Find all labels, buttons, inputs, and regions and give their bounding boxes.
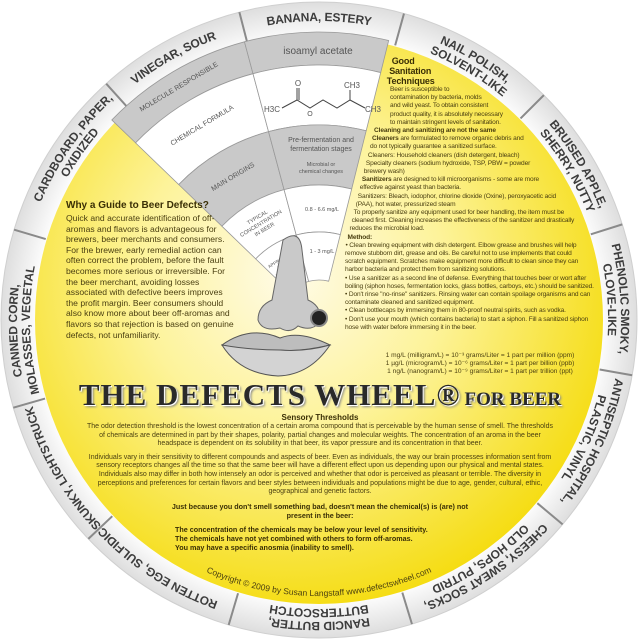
ring-dividers xyxy=(13,11,633,626)
ring-divider xyxy=(401,592,413,625)
sensory-paragraph: The odor detection threshold is the lowe… xyxy=(86,423,554,448)
reason-item: You may have a specific anosmia (inabili… xyxy=(175,542,354,552)
sanitation-heading: Cleaning and sanitizing are not the same xyxy=(374,127,496,135)
main-origins: Pre-fermentation and xyxy=(288,137,354,144)
sanitizers-examples: Sanitizers: Bleach, iodophor, chlorine d… xyxy=(355,192,557,208)
ring-divider xyxy=(394,13,405,46)
sensory-thresholds-section: Sensory Thresholds The odor detection th… xyxy=(85,413,555,497)
atom-label: CH3 xyxy=(344,81,361,90)
title-sub: FOR BEER xyxy=(464,389,562,410)
atom-label: H3C xyxy=(264,105,280,114)
cleaners-label: Cleaners xyxy=(371,135,399,143)
proper-sanitize-text: To properly sanitize any equipment used … xyxy=(349,209,575,233)
molecule-name: isoamyl acetate xyxy=(283,46,353,57)
unit-line: 1 mg/L (milligram/L) = 10⁻³ grams/Liter … xyxy=(385,352,575,359)
why-guide-title: Why a Guide to Beer Defects? xyxy=(66,200,209,211)
sanitizers-text: Sanitizers are designed to kill microorg… xyxy=(345,176,610,192)
sanitation-section: Good Sanitation Techniques Beer is susce… xyxy=(345,48,610,350)
reasons-list: The concentration of the chemicals may b… xyxy=(175,525,555,552)
ring-divider xyxy=(599,368,633,377)
origins-sub: chemical changes xyxy=(299,169,343,175)
flavor-threshold: 1 - 3 mg/L xyxy=(310,249,335,255)
reason-item: The chemicals have not yet combined with… xyxy=(175,533,413,543)
ring-label[interactable]: RANCID BUTTER, xyxy=(267,615,371,633)
center-rivet[interactable] xyxy=(310,309,328,327)
ring-divider xyxy=(87,515,113,540)
cleaners-examples: Cleaners: Household cleaners (dish deter… xyxy=(363,151,531,176)
atom-label: O xyxy=(307,111,313,118)
atom-label: O xyxy=(295,79,301,88)
wheel-title: THE DEFECTS WHEEL® FOR BEER xyxy=(40,378,600,412)
method-item: • Clean brewing equipment with dish dete… xyxy=(345,241,579,274)
cleaners-desc: are formulated to remove organic debris … xyxy=(369,135,524,151)
method-label: Method: xyxy=(347,233,373,241)
sanitation-title: Good Sanitation Techniques xyxy=(386,56,435,86)
ring-label[interactable]: BANANA, ESTERY xyxy=(265,10,372,29)
ring-divider xyxy=(227,592,240,626)
ring-divider xyxy=(590,223,623,236)
nose-lips-illustration xyxy=(220,235,332,377)
why-guide-section: Why a Guide to Beer Defects? Quick and a… xyxy=(66,200,236,340)
ring-divider xyxy=(13,228,47,241)
lower-lip xyxy=(220,344,332,377)
unit-conversions: 1 mg/L (milligram/L) = 10⁻³ grams/Liter … xyxy=(360,352,600,376)
method-item: • Use a sanitizer as a second line of de… xyxy=(345,274,594,290)
wedge-value-band xyxy=(295,231,341,282)
smell-note: Just because you don't smell something b… xyxy=(171,501,469,520)
reason-item: The concentration of the chemicals may b… xyxy=(175,524,428,534)
typical-concentration: 0.8 - 6.6 mg/L xyxy=(305,207,339,213)
unit-line: 1 µg/L (microgram/L) = 10⁻⁶ grams/Liter … xyxy=(385,360,575,367)
smell-note-section: Just because you don't smell something b… xyxy=(85,502,555,552)
cleaners-text: Cleaners are formulated to remove organi… xyxy=(345,135,610,151)
method-item: • Don't use your mouth (which contains b… xyxy=(345,315,589,331)
sanitizers-label: Sanitizers xyxy=(361,176,392,184)
title-main: THE DEFECTS WHEEL® xyxy=(78,377,461,412)
why-guide-body: Quick and accurate identification of off… xyxy=(66,213,234,340)
sanitation-intro: Beer is susceptible to contamination by … xyxy=(390,86,503,126)
nose-shape xyxy=(257,235,321,332)
main-origins: fermentation stages xyxy=(290,146,352,153)
unit-line: 1 ng/L (nanogram/L) = 10⁻⁹ grams/Liter =… xyxy=(387,368,573,375)
ring-divider xyxy=(105,83,130,109)
sensory-paragraph: Individuals vary in their sensitivity to… xyxy=(88,453,552,496)
sanitizers-desc: are designed to kill microorganisms - so… xyxy=(359,176,540,192)
ring-divider xyxy=(519,94,545,120)
ring-divider xyxy=(536,502,564,526)
lower-text-area: Sensory Thresholds The odor detection th… xyxy=(85,413,555,552)
atom-label: CH3 xyxy=(365,105,382,114)
ring-divider xyxy=(238,11,249,45)
method-item: • Clean bottlecaps by immersing them in … xyxy=(345,307,566,315)
method-item: • Don't rinse "no-rinse" sanitizers. Rin… xyxy=(345,291,591,307)
ring-divider xyxy=(13,397,46,409)
origins-sub: Microbial or xyxy=(307,162,336,168)
sensory-heading: Sensory Thresholds xyxy=(281,413,359,422)
